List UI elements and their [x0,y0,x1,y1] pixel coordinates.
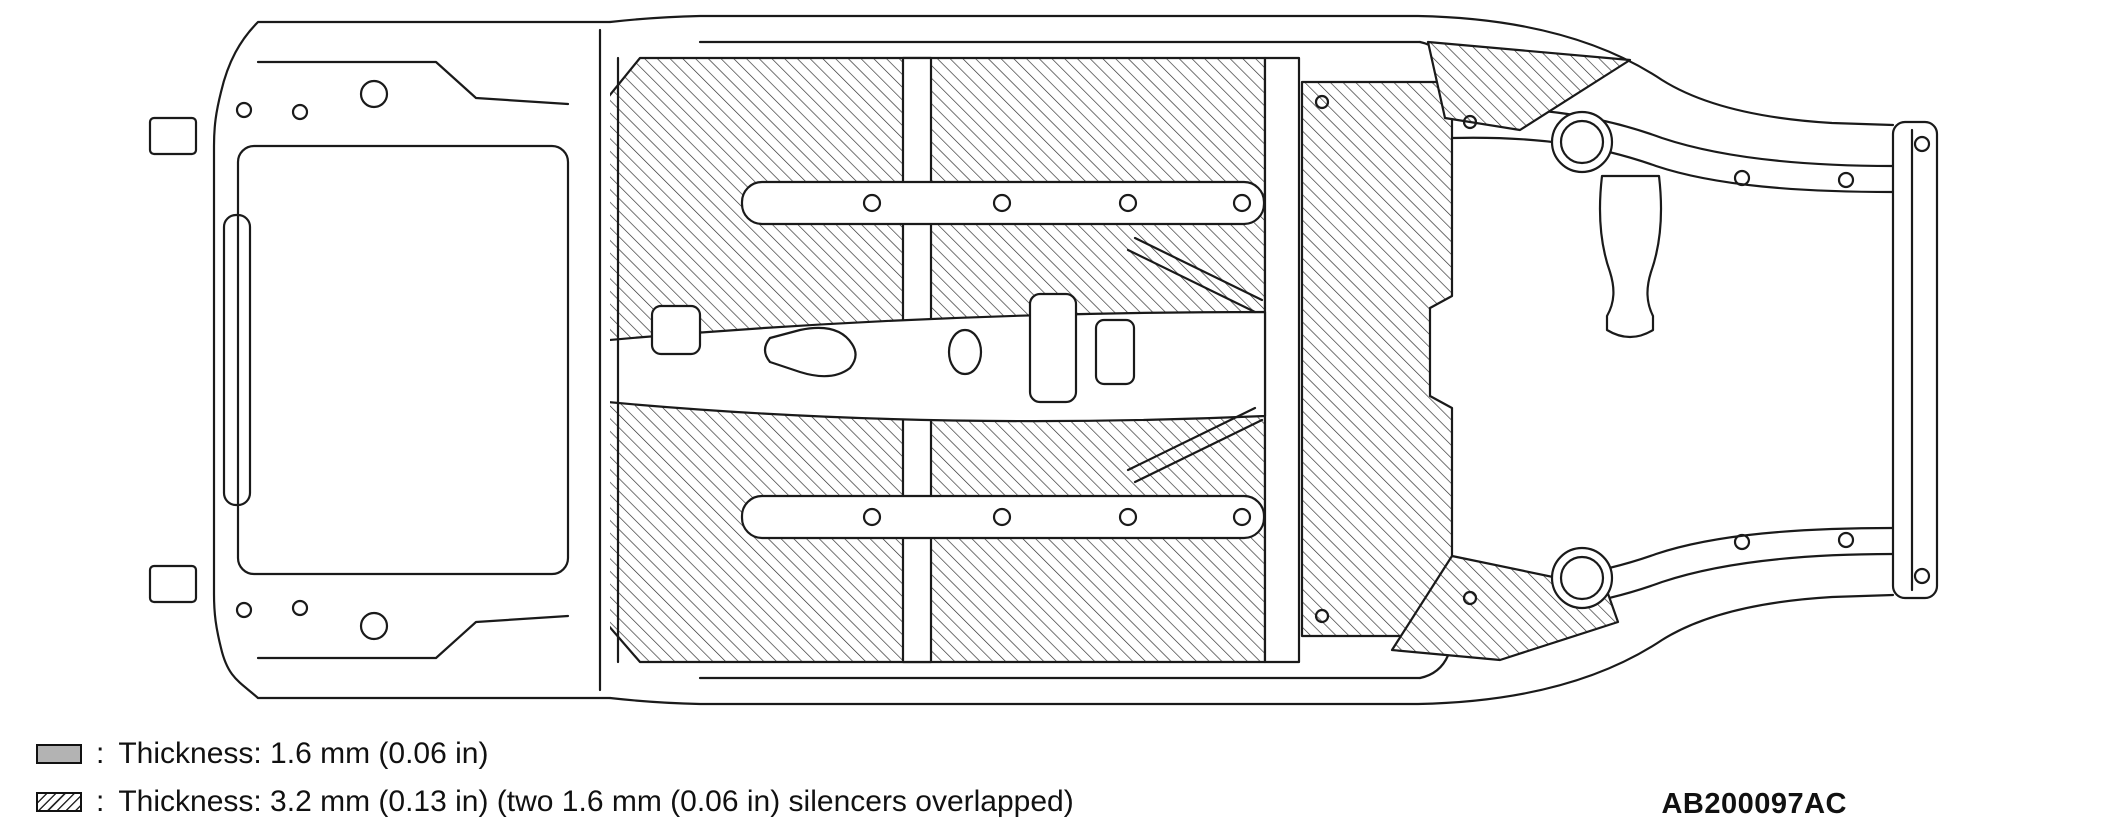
rear-floor-silencer-region [1300,80,1454,638]
diagonal-hatch-swatch-icon [36,792,82,812]
body-side-sills [608,14,1895,706]
legend-label-solid: Thickness: 1.6 mm (0.06 in) [118,737,489,770]
legend-item-hatch: : Thickness: 3.2 mm (0.13 in) (two 1.6 m… [36,784,1074,820]
silencer-thickness-legend: : Thickness: 1.6 mm (0.06 in) : Thicknes… [36,736,1074,820]
rear-gusset-silencer-top [1426,40,1632,132]
floor-diagonal-braces [1126,236,1264,484]
legend-label-hatch: Thickness: 3.2 mm (0.13 in) (two 1.6 mm … [118,785,1074,818]
fuel-filler-bracket [1598,174,1663,339]
legend-item-solid: : Thickness: 1.6 mm (0.06 in) [36,736,1074,772]
legend-separator: : [96,737,105,770]
rear-end-panel [1891,120,1939,600]
center-tunnel [564,292,1267,423]
engine-bay-opening [236,144,570,576]
rear-floor-channel [1263,56,1301,664]
solid-gray-swatch-icon [36,744,82,764]
seat-crossmember-rear [740,494,1266,540]
legend-separator: : [96,785,105,818]
seat-crossmember-front [740,180,1266,226]
front-frame [148,20,620,700]
figure-reference-code: AB200097AC [1661,788,1847,820]
rear-frame [1390,40,1939,662]
